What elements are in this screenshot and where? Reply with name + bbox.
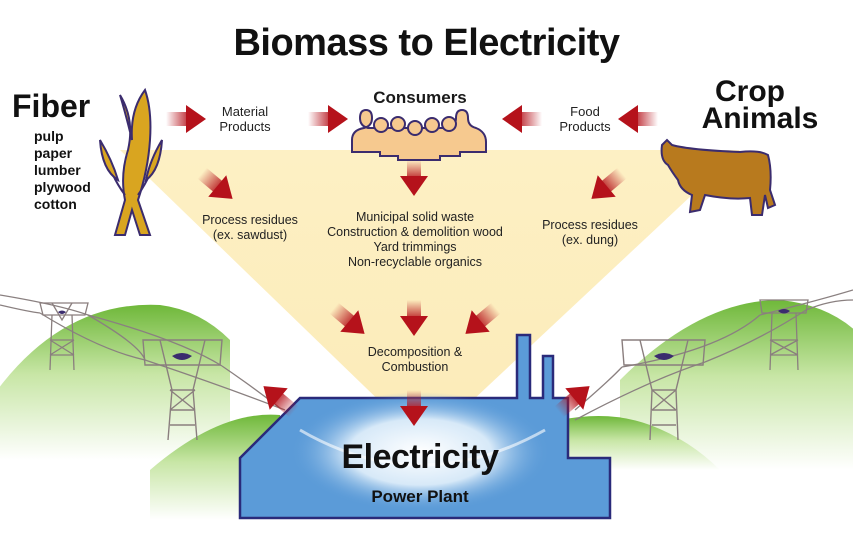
pylon-right-near <box>621 339 706 441</box>
material-products-line: Material <box>221 104 269 119</box>
material-products-label: Material Products <box>200 104 290 134</box>
pylon-right-far <box>759 299 809 371</box>
residues-center-line: Construction & demolition wood <box>327 225 503 239</box>
residues-right-line: Process residues <box>542 218 638 232</box>
people-icon <box>351 108 487 161</box>
electricity-glow <box>290 392 550 512</box>
decomposition-line: Combustion <box>381 360 449 374</box>
fiber-item: lumber <box>34 162 81 178</box>
animals-label: Animals <box>701 102 819 135</box>
fiber-products-list: pulp paper lumber plywood cotton <box>34 128 91 213</box>
residues-left-line: (ex. sawdust) <box>212 228 288 242</box>
fiber-item: pulp <box>34 128 64 144</box>
arrow-material-to-consumers <box>308 105 348 133</box>
residues-left-line: Process residues <box>202 213 298 227</box>
hill-right-front <box>560 416 720 470</box>
crop-label: Crop <box>715 75 785 108</box>
residues-left-label: Process residues (ex. sawdust) <box>185 213 315 243</box>
decomposition-label: Decomposition & Combustion <box>345 345 485 375</box>
residues-center-line: Yard trimmings <box>373 240 457 254</box>
consumers-label: Consumers <box>373 88 467 107</box>
fiber-item: plywood <box>34 179 91 195</box>
page-title: Biomass to Electricity <box>233 22 620 64</box>
pylon-insulator-icon <box>58 310 66 314</box>
fiber-item: paper <box>34 145 73 161</box>
pylon-left-far <box>39 302 89 371</box>
food-products-line: Products <box>559 119 611 134</box>
decomposition-line: Decomposition & <box>367 345 463 359</box>
fiber-item: cotton <box>34 196 77 212</box>
biomass-cone <box>120 150 740 445</box>
fiber-label: Fiber <box>12 88 91 124</box>
pylon-left-near <box>142 339 223 441</box>
food-products-line: Food <box>570 104 600 119</box>
electricity-label: Electricity <box>341 438 499 476</box>
pylon-insulator-icon <box>778 309 790 314</box>
food-products-label: Food Products <box>540 104 630 134</box>
residues-center-line: Non-recyclable organics <box>347 255 483 269</box>
hill-left-back <box>0 304 230 460</box>
wheat-icon <box>99 87 163 236</box>
residues-center-line: Municipal solid waste <box>355 210 475 224</box>
residues-right-line: (ex. dung) <box>561 233 619 247</box>
hill-right-back <box>620 300 853 470</box>
pylon-insulator-icon <box>654 353 674 360</box>
arrow-food-to-consumers <box>502 105 542 133</box>
residues-center-label: Municipal solid waste Construction & dem… <box>305 210 525 270</box>
material-products-line: Products <box>219 119 271 134</box>
cow-icon <box>660 138 777 216</box>
power-plant-label: Power Plant <box>371 487 469 506</box>
residues-right-label: Process residues (ex. dung) <box>525 218 655 248</box>
pylon-insulator-icon <box>172 353 192 360</box>
